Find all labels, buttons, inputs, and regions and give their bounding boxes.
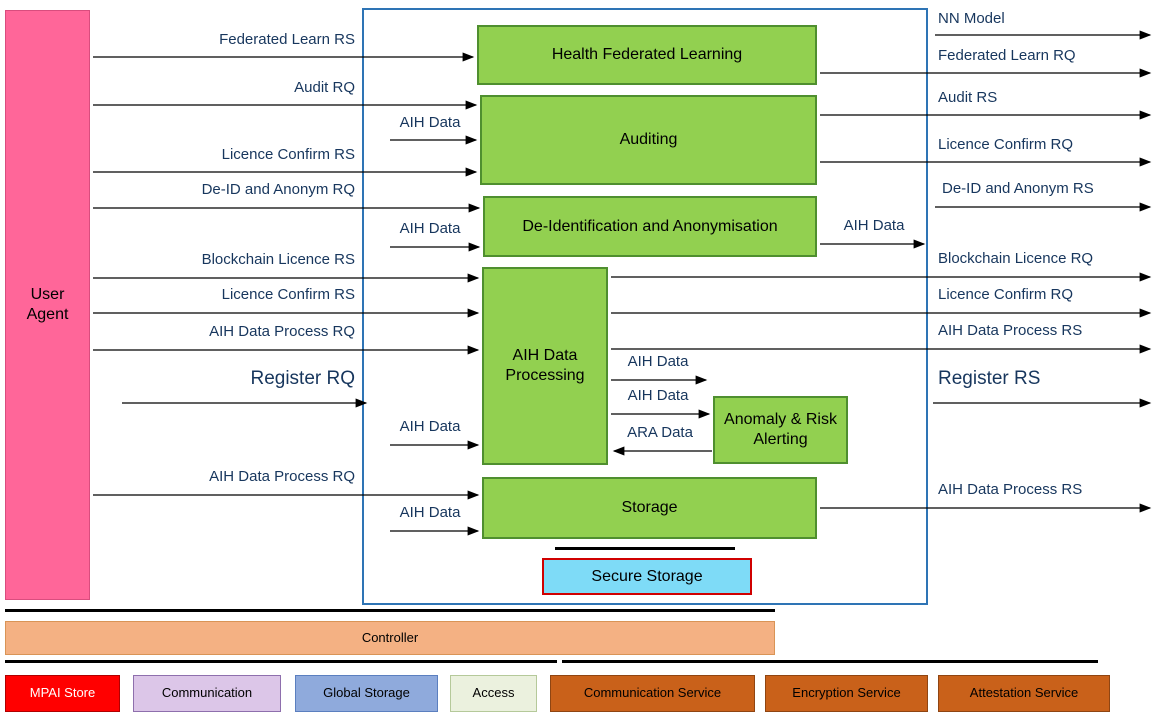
flow-label-deid-anonym-rq: De-ID and Anonym RQ xyxy=(201,181,355,198)
infra-mpai-store: MPAI Store xyxy=(5,675,120,712)
flow-label-aih-data-storage: AIH Data xyxy=(399,504,461,521)
user-agent-label: User Agent xyxy=(26,286,69,323)
module-deidentification-anonymisation-label: De-Identification and Anonymisation xyxy=(522,217,778,235)
flow-label-nn-model: NN Model xyxy=(938,10,1005,27)
flow-label-aih-data-frame: AIH Data xyxy=(843,217,905,234)
module-aih-data-processing: AIH Data Processing xyxy=(482,267,608,465)
module-auditing-label: Auditing xyxy=(619,131,678,148)
flow-label-blockchain-licence-rq: Blockchain Licence RQ xyxy=(938,250,1094,267)
infra-attestation-service-label: Attestation Service xyxy=(969,685,1079,701)
module-aih-data-processing-label: AIH Data Processing xyxy=(505,347,585,384)
controller-top-bar xyxy=(5,609,775,612)
secure-storage-connector-bar xyxy=(555,547,735,550)
controller-box: Controller xyxy=(5,621,775,655)
flow-label-licence-confirm-rq-mid: Licence Confirm RQ xyxy=(938,286,1074,303)
flow-label-aih-data-deid: AIH Data xyxy=(399,220,461,237)
infra-mpai-store-label: MPAI Store xyxy=(29,685,96,701)
infrastructure-bar-right xyxy=(562,660,1098,663)
flow-label-aih-data-process-rs: AIH Data Process RS xyxy=(938,322,1083,339)
module-health-federated-learning: Health Federated Learning xyxy=(477,25,817,85)
flow-label-blockchain-licence-rs: Blockchain Licence RS xyxy=(201,251,355,268)
infra-communication-label: Communication xyxy=(161,685,253,701)
flow-label-licence-confirm-rs-top: Licence Confirm RS xyxy=(221,146,355,163)
flow-label-aih-data-process-rq: AIH Data Process RQ xyxy=(209,323,355,340)
module-auditing: Auditing xyxy=(480,95,817,185)
user-agent-box: User Agent xyxy=(5,10,90,600)
flow-label-register-rq: Register RQ xyxy=(250,368,355,389)
infra-access-label: Access xyxy=(472,685,515,701)
flow-label-aih-data-process-rq-storage: AIH Data Process RQ xyxy=(209,468,355,485)
module-health-federated-learning-label: Health Federated Learning xyxy=(551,46,743,63)
infra-communication: Communication xyxy=(133,675,281,712)
module-storage-label: Storage xyxy=(621,499,678,516)
infra-encryption-service-label: Encryption Service xyxy=(792,685,901,701)
infrastructure-bar-left xyxy=(5,660,557,663)
infra-global-storage: Global Storage xyxy=(295,675,438,712)
flow-label-aih-data-process-rs-storage: AIH Data Process RS xyxy=(938,481,1083,498)
flow-label-aih-data-processing: AIH Data xyxy=(399,418,461,435)
flow-label-aih-data-mid-1: AIH Data xyxy=(627,353,689,370)
module-anomaly-risk-alerting: Anomaly & Risk Alerting xyxy=(713,396,848,464)
flow-label-aih-data-ara: AIH Data xyxy=(627,387,689,404)
module-deidentification-anonymisation: De-Identification and Anonymisation xyxy=(483,196,817,257)
flow-label-federated-learn-rs: Federated Learn RS xyxy=(219,31,355,48)
infra-communication-service: Communication Service xyxy=(550,675,755,712)
infra-communication-service-label: Communication Service xyxy=(583,685,722,701)
infra-global-storage-label: Global Storage xyxy=(323,685,410,701)
flow-label-deid-anonym-rs: De-ID and Anonym RS xyxy=(942,180,1094,197)
module-secure-storage-label: Secure Storage xyxy=(591,567,703,585)
flow-label-federated-learn-rq: Federated Learn RQ xyxy=(938,47,1076,64)
infra-access: Access xyxy=(450,675,537,712)
flow-label-audit-rs: Audit RS xyxy=(938,89,998,106)
module-secure-storage: Secure Storage xyxy=(542,558,752,595)
module-storage: Storage xyxy=(482,477,817,539)
flow-label-register-rs: Register RS xyxy=(938,368,1041,389)
module-anomaly-risk-alerting-label: Anomaly & Risk Alerting xyxy=(724,411,837,448)
flow-label-licence-confirm-rq-top: Licence Confirm RQ xyxy=(938,136,1074,153)
aih-system-frame xyxy=(362,8,928,605)
flow-label-aih-data-auditing: AIH Data xyxy=(399,114,461,131)
flow-label-audit-rq: Audit RQ xyxy=(294,79,355,96)
controller-label: Controller xyxy=(361,629,419,645)
flow-label-licence-confirm-rs-mid: Licence Confirm RS xyxy=(221,286,355,303)
flow-label-ara-data: ARA Data xyxy=(627,424,693,441)
infra-encryption-service: Encryption Service xyxy=(765,675,928,712)
infra-attestation-service: Attestation Service xyxy=(938,675,1110,712)
